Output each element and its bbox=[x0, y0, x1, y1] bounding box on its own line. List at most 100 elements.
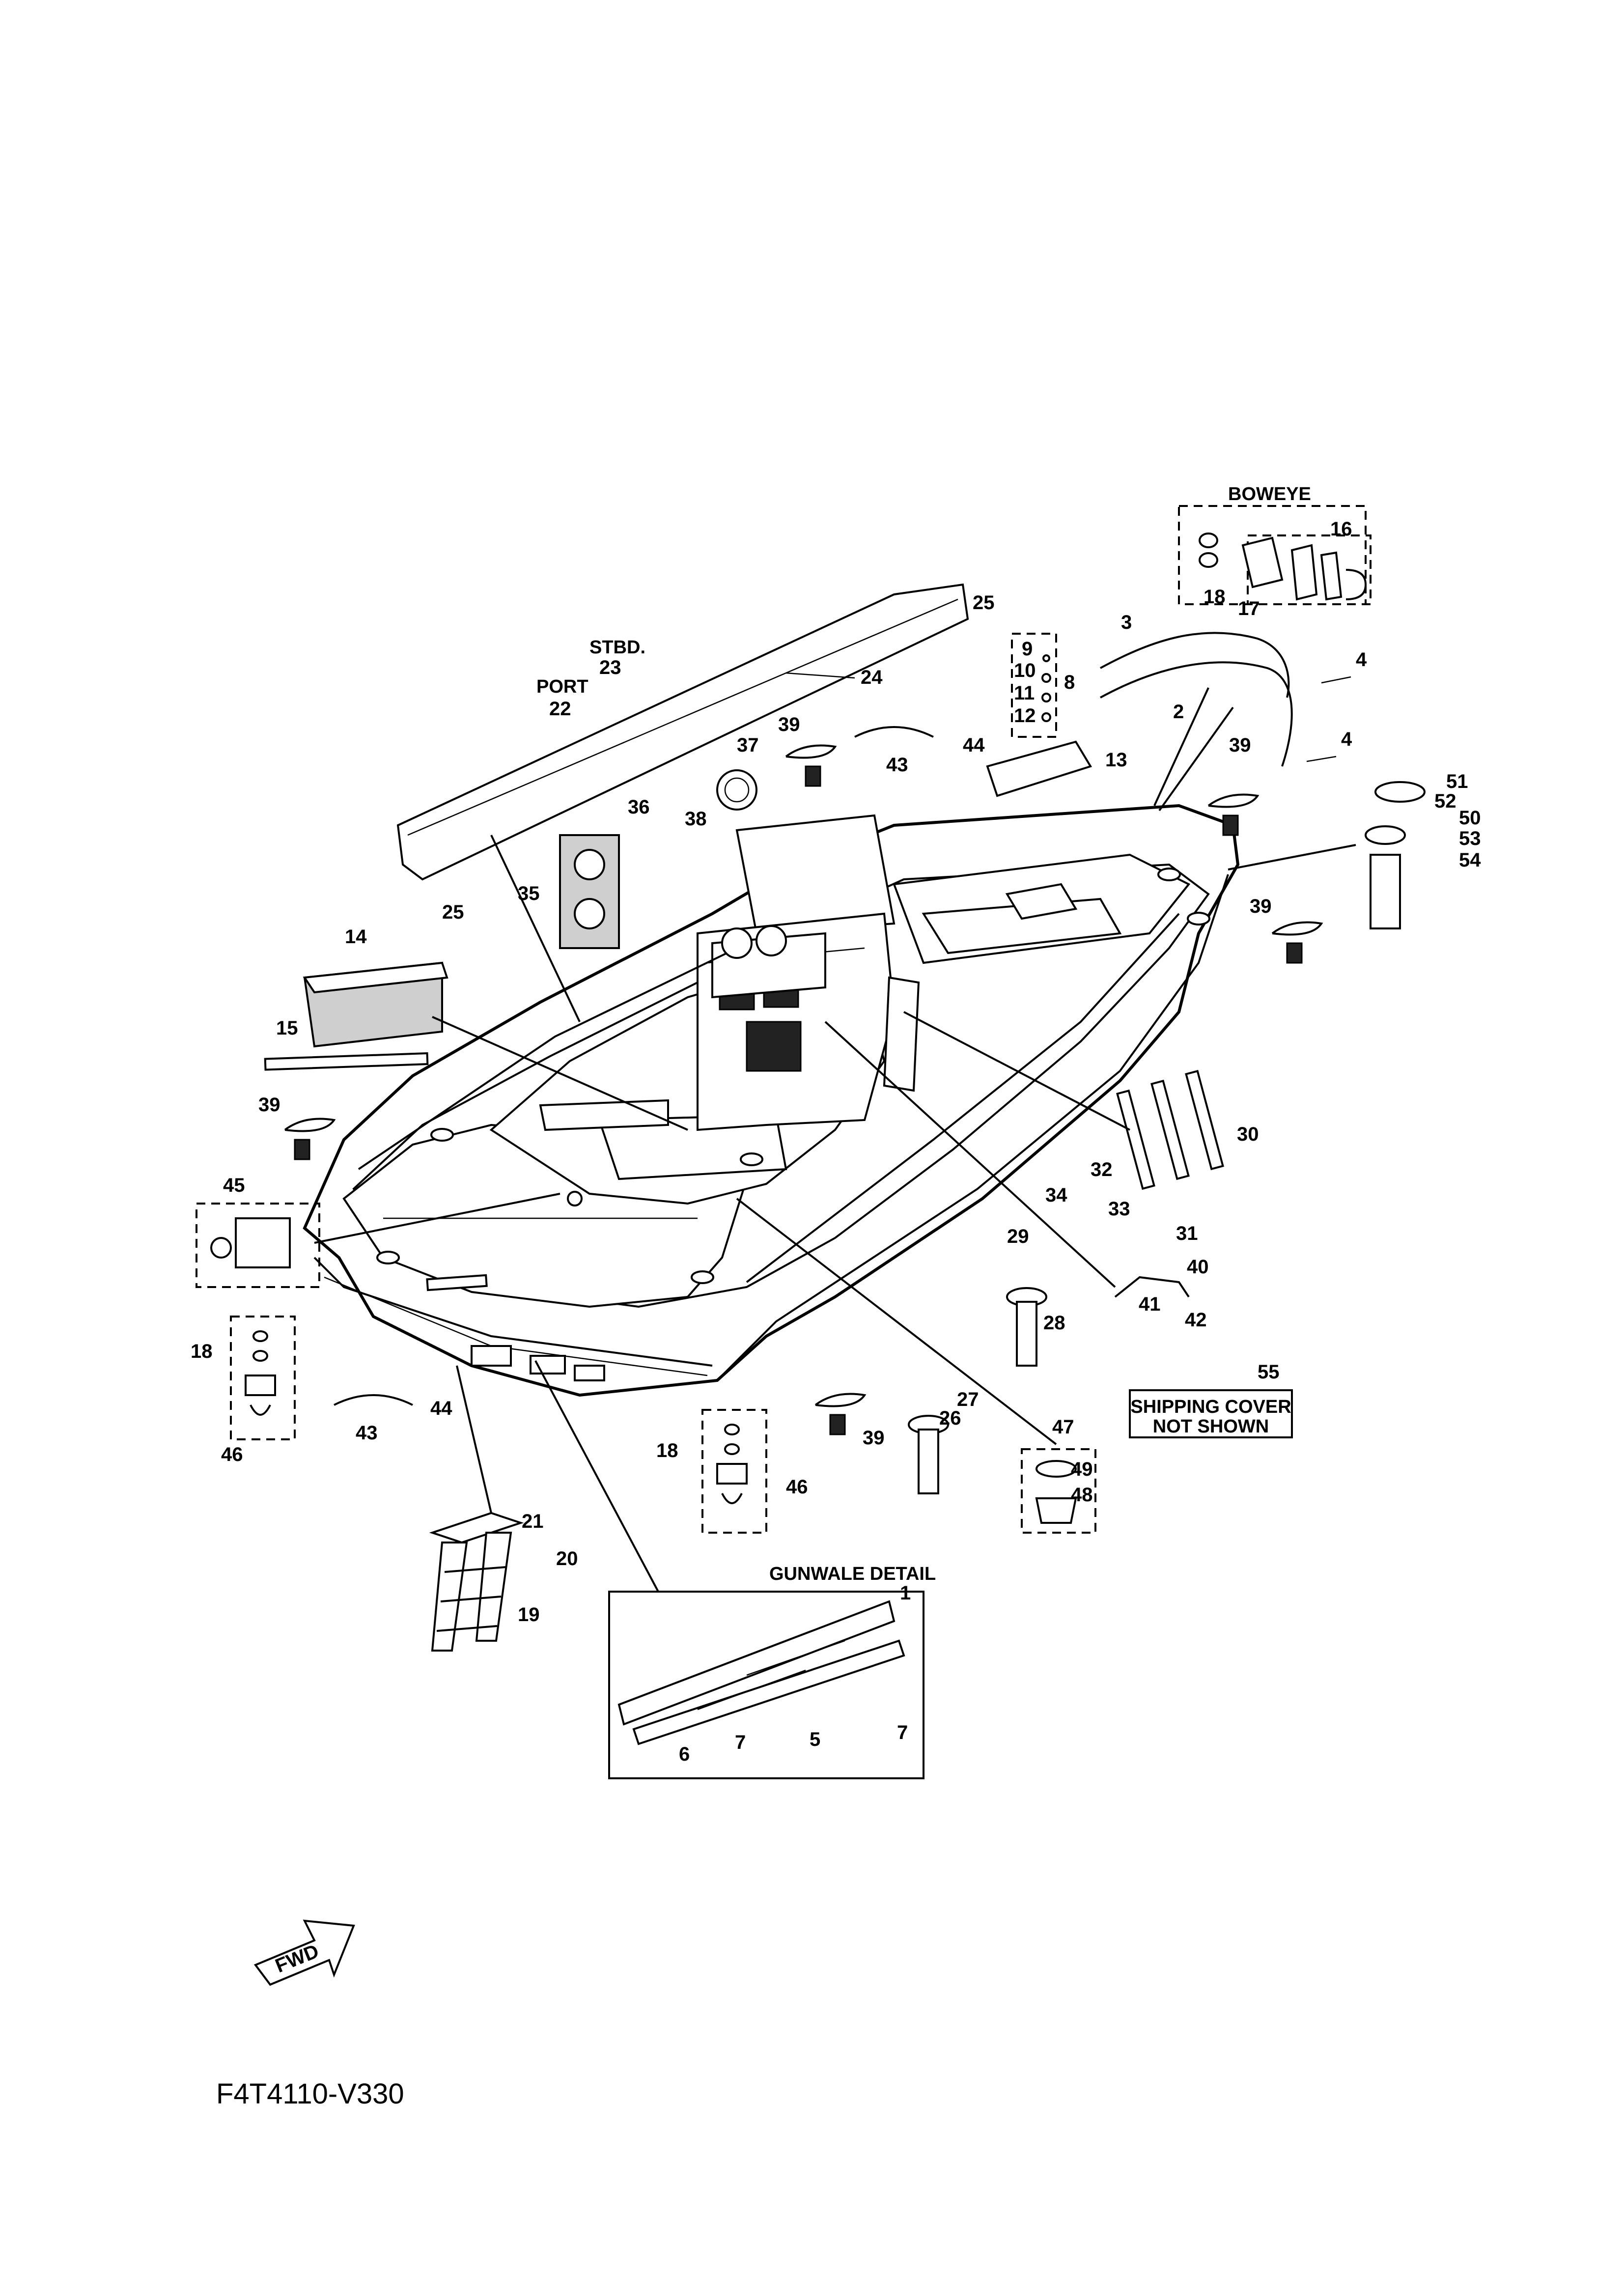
callout-1: 1 bbox=[900, 1582, 911, 1604]
shipping-cover-note: 55 SHIPPING COVER NOT SHOWN bbox=[1129, 1361, 1293, 1438]
grab-handle-upper bbox=[854, 726, 934, 738]
callout-19: 19 bbox=[518, 1604, 540, 1626]
callout-29: 29 bbox=[1007, 1226, 1029, 1247]
speaker-group: 35 36 37 38 bbox=[518, 734, 759, 949]
callout-7-left: 7 bbox=[735, 1732, 746, 1753]
ladder-group: 21 20 19 bbox=[429, 1365, 578, 1652]
port-label: PORT bbox=[536, 676, 588, 697]
callout-38: 38 bbox=[685, 808, 707, 830]
callout-23: 23 bbox=[599, 657, 621, 678]
callout-8: 8 bbox=[1064, 672, 1075, 693]
callout-55: 55 bbox=[1258, 1361, 1280, 1383]
callout-11: 11 bbox=[1014, 682, 1035, 704]
gunwale-detail-header: GUNWALE DETAIL bbox=[769, 1564, 936, 1584]
callout-22: 22 bbox=[549, 698, 571, 720]
shipping-cover-line2: NOT SHOWN bbox=[1153, 1416, 1269, 1437]
callout-4-lower: 4 bbox=[1341, 729, 1352, 750]
callout-2: 2 bbox=[1173, 701, 1184, 723]
gunwale-detail-inset: GUNWALE DETAIL 1 6 7 5 7 bbox=[534, 1360, 936, 1779]
callout-39-d: 39 bbox=[258, 1094, 280, 1116]
cleat-39-a: 39 bbox=[778, 714, 837, 787]
callout-26: 26 bbox=[939, 1407, 961, 1429]
callout-52: 52 bbox=[1434, 790, 1456, 812]
callout-33: 33 bbox=[1108, 1198, 1130, 1220]
callout-18-left: 18 bbox=[191, 1341, 213, 1362]
callout-42: 42 bbox=[1185, 1309, 1207, 1331]
callout-16: 16 bbox=[1330, 518, 1352, 540]
part-46-right: 18 46 bbox=[656, 1409, 808, 1534]
callout-39-a: 39 bbox=[778, 714, 800, 735]
callout-10: 10 bbox=[1014, 660, 1036, 681]
callout-39-c: 39 bbox=[1250, 896, 1272, 917]
shipping-cover-line1: SHIPPING COVER bbox=[1130, 1397, 1291, 1417]
top-frame-group: STBD. 23 PORT 22 25 24 25 bbox=[396, 583, 995, 1022]
part-40-bracket bbox=[1114, 1276, 1190, 1298]
callout-50: 50 bbox=[1459, 807, 1481, 829]
callout-35: 35 bbox=[518, 883, 540, 904]
callout-43-lower: 43 bbox=[356, 1422, 378, 1444]
callout-37: 37 bbox=[737, 734, 759, 756]
callout-28: 28 bbox=[1043, 1312, 1065, 1334]
hull-deck-assembly bbox=[303, 804, 1240, 1397]
callout-5: 5 bbox=[810, 1729, 820, 1750]
callout-31: 31 bbox=[1176, 1223, 1198, 1244]
callout-41: 41 bbox=[1139, 1293, 1161, 1315]
part-45-panel: 45 bbox=[196, 1175, 560, 1288]
callout-39-b: 39 bbox=[1229, 734, 1251, 756]
cup-holder-group: 47 49 48 bbox=[736, 1198, 1096, 1534]
callout-25-top: 25 bbox=[973, 592, 995, 614]
callout-21: 21 bbox=[522, 1511, 544, 1532]
callout-4-upper: 4 bbox=[1356, 649, 1367, 671]
cooler-group: 14 15 bbox=[264, 926, 688, 1131]
cleat-39-d: 39 bbox=[258, 1094, 336, 1160]
callout-20: 20 bbox=[556, 1548, 578, 1570]
rub-rail-group: 3 2 4 4 bbox=[1100, 612, 1367, 812]
cleat-39-b: 39 bbox=[1207, 734, 1260, 836]
callout-44-lower: 44 bbox=[430, 1398, 452, 1419]
boweye-group: BOWEYE 16 18 17 bbox=[1178, 484, 1372, 619]
callout-12: 12 bbox=[1014, 705, 1036, 727]
callout-18-right: 18 bbox=[656, 1440, 678, 1461]
callout-25-bottom: 25 bbox=[442, 901, 464, 923]
fill-fitting-group: 51 52 50 53 54 bbox=[1228, 771, 1481, 929]
callout-27: 27 bbox=[957, 1389, 979, 1410]
callout-47: 47 bbox=[1052, 1416, 1074, 1438]
callout-32: 32 bbox=[1091, 1159, 1113, 1180]
forward-arrow-icon: FWD bbox=[253, 1919, 355, 1986]
callout-7-right: 7 bbox=[897, 1722, 908, 1743]
part-13-panel bbox=[986, 740, 1092, 797]
callout-46-left: 46 bbox=[221, 1444, 243, 1465]
callout-54: 54 bbox=[1459, 849, 1481, 871]
callout-6: 6 bbox=[679, 1743, 690, 1765]
callout-13: 13 bbox=[1105, 749, 1127, 771]
callout-3: 3 bbox=[1121, 612, 1132, 633]
diagram-code: F4T4110-V330 bbox=[216, 2078, 404, 2110]
part-46-left: 18 46 bbox=[191, 1316, 296, 1465]
cleat-39-c: 39 bbox=[1250, 896, 1323, 964]
boweye-eye-bolt-part-16 bbox=[1199, 533, 1367, 601]
boweye-header: BOWEYE bbox=[1228, 484, 1311, 505]
callout-24: 24 bbox=[861, 667, 883, 688]
callout-18-boweye: 18 bbox=[1204, 586, 1226, 608]
part-28-drain: 29 28 bbox=[1006, 1226, 1065, 1367]
stbd-label: STBD. bbox=[589, 637, 645, 658]
cleat-39-e: 39 bbox=[814, 1393, 885, 1449]
rod-holder-group: 30 31 32 33 34 bbox=[903, 1011, 1259, 1244]
callout-45: 45 bbox=[223, 1175, 245, 1196]
callout-49: 49 bbox=[1071, 1459, 1093, 1480]
callout-15: 15 bbox=[276, 1017, 298, 1039]
grab-handle-lower bbox=[334, 1394, 413, 1406]
callout-44-upper: 44 bbox=[963, 734, 985, 756]
callout-48: 48 bbox=[1071, 1484, 1093, 1506]
callout-43-upper: 43 bbox=[886, 754, 908, 776]
callout-46-right: 46 bbox=[786, 1476, 808, 1498]
callout-53: 53 bbox=[1459, 828, 1481, 849]
part-26-drain: 26 27 bbox=[908, 1389, 979, 1494]
callout-34: 34 bbox=[1045, 1184, 1067, 1206]
callout-39-e: 39 bbox=[863, 1427, 885, 1449]
callout-51: 51 bbox=[1446, 771, 1468, 792]
callout-17: 17 bbox=[1238, 598, 1260, 619]
callout-40: 40 bbox=[1187, 1256, 1209, 1278]
callout-30: 30 bbox=[1237, 1123, 1259, 1145]
